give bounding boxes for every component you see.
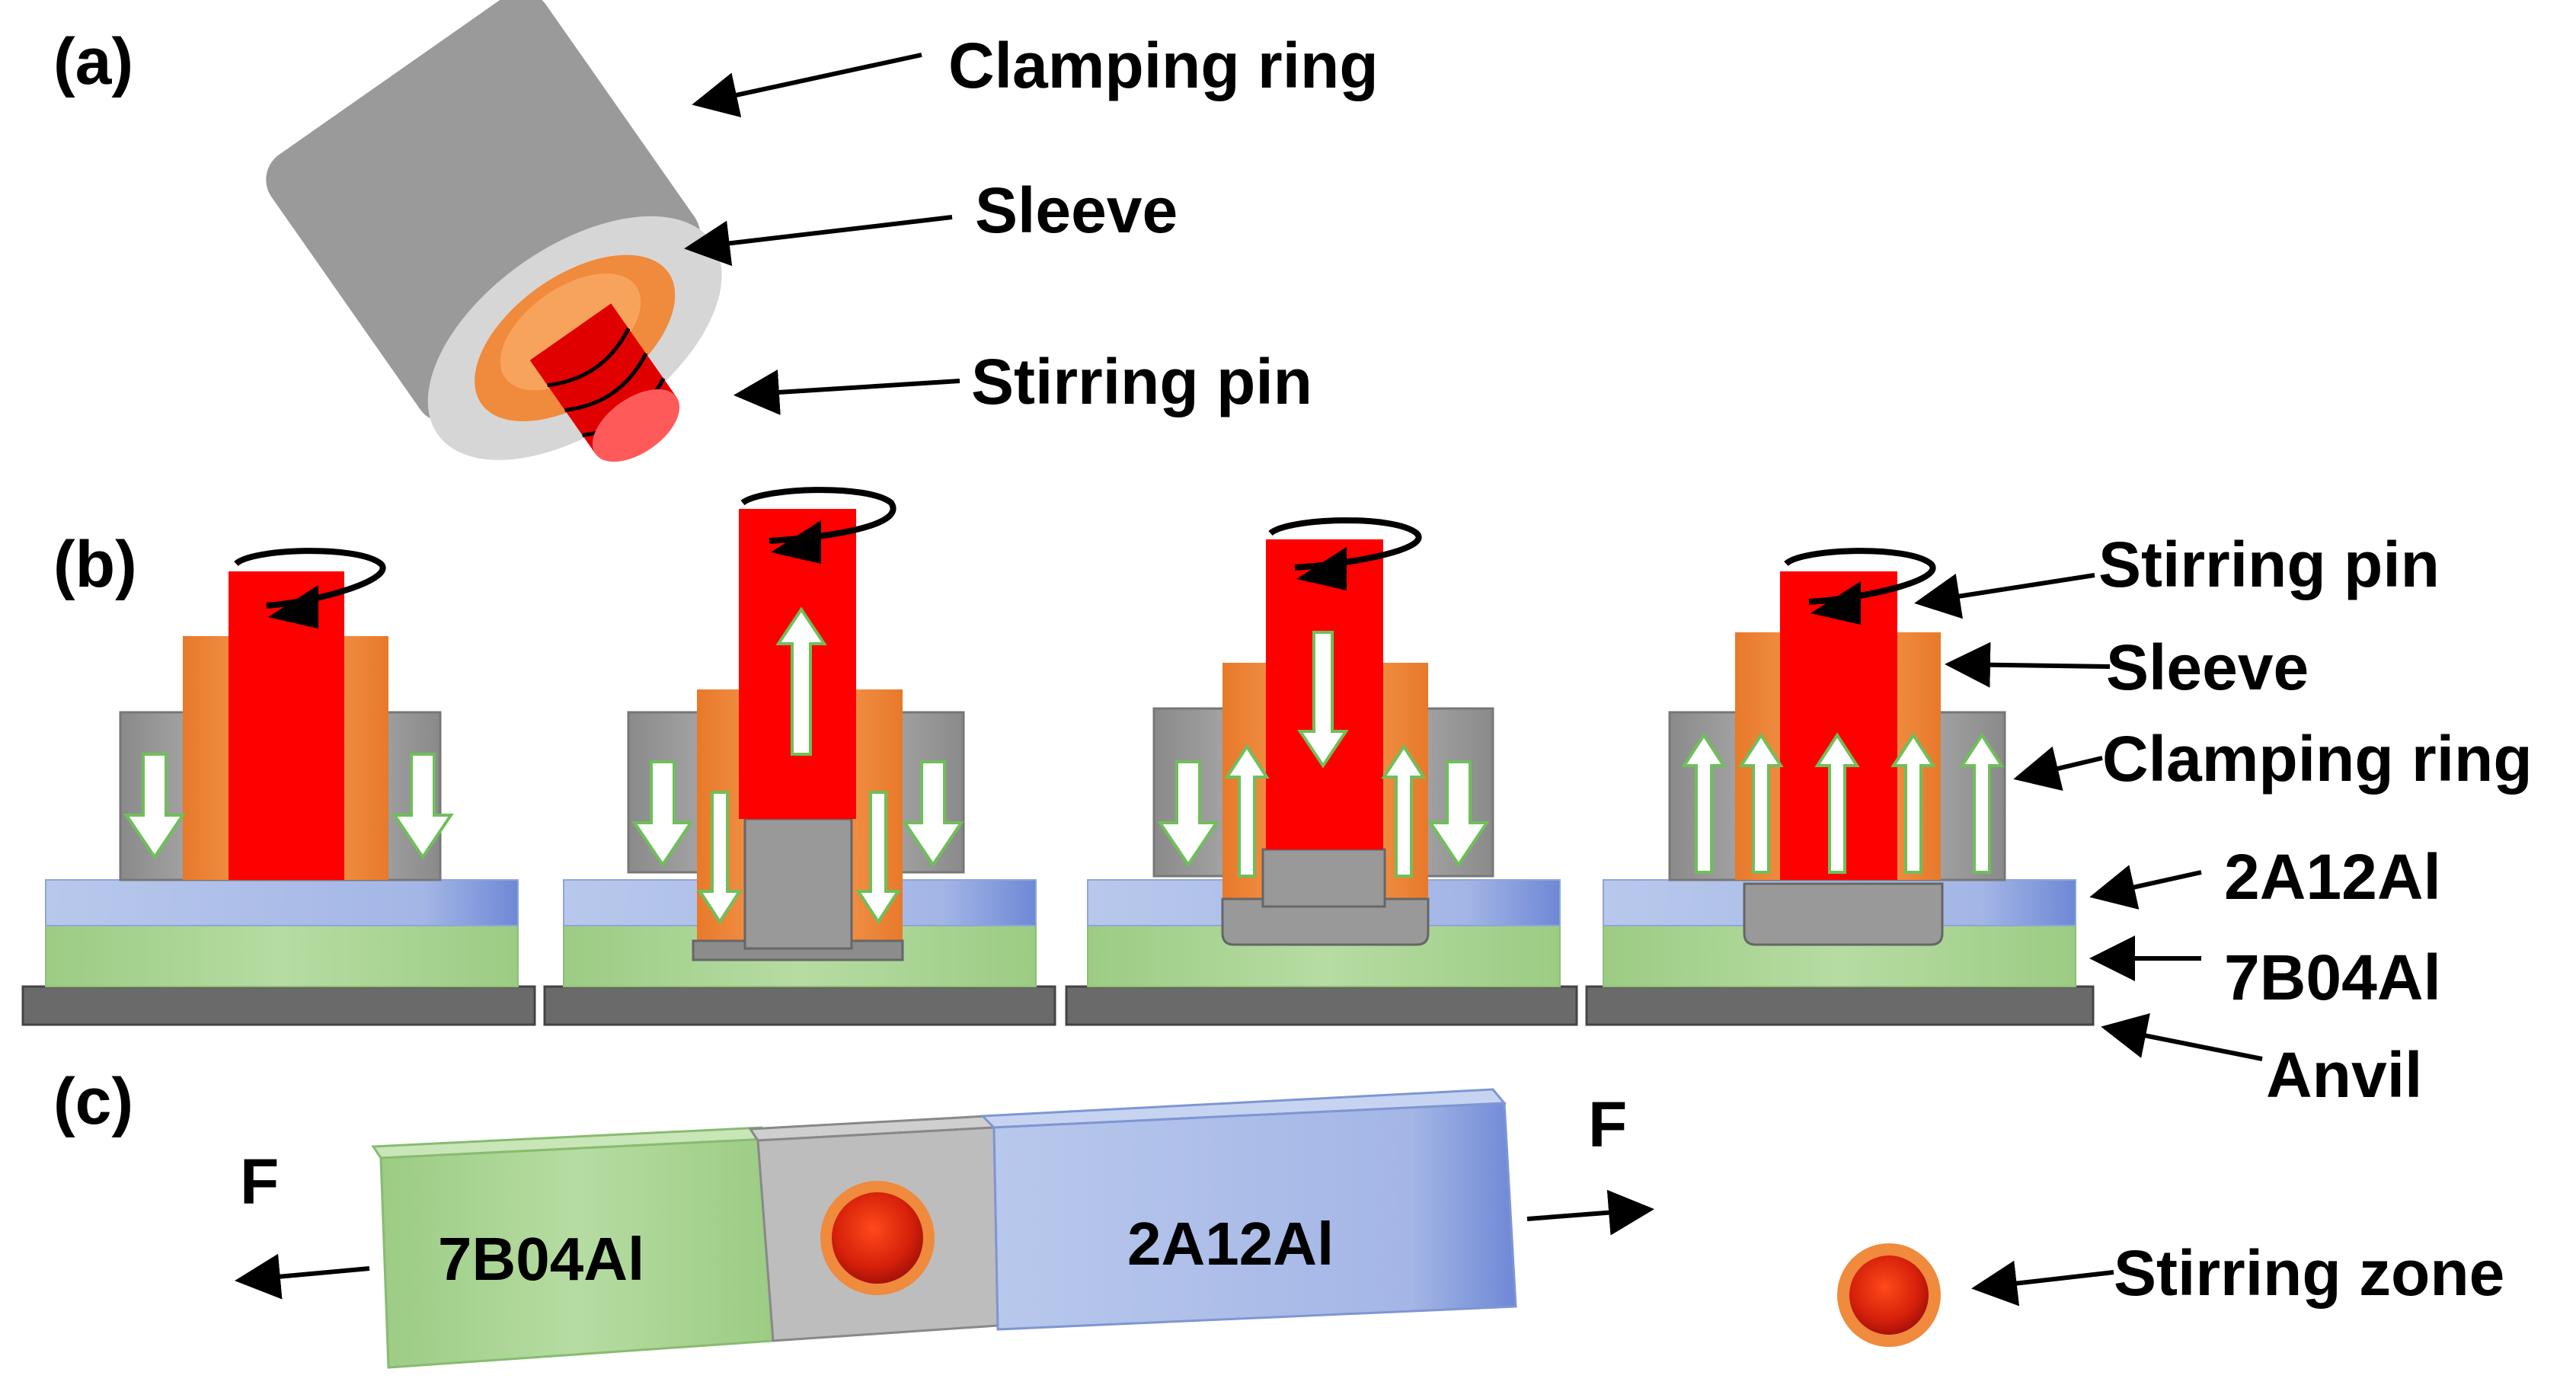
block-2a12 bbox=[992, 1102, 1517, 1331]
down-arrow-icon bbox=[123, 753, 186, 860]
down-arrow-icon bbox=[1427, 760, 1490, 868]
anvil-1 bbox=[21, 985, 536, 1026]
label-clamping-ring-b: Clamping ring bbox=[2102, 723, 2533, 795]
label-anvil-b: Anvil bbox=[2266, 1039, 2422, 1111]
down-arrow-icon bbox=[1297, 631, 1349, 769]
panel-b-label: (b) bbox=[53, 528, 137, 601]
up-arrow-icon bbox=[1959, 732, 2005, 874]
label-stirring-pin-a: Stirring pin bbox=[971, 346, 1312, 417]
label-sleeve-b: Sleeve bbox=[2106, 632, 2309, 703]
stage-4-retract-tool bbox=[1585, 548, 2095, 1026]
panel-a-leaders bbox=[684, 53, 960, 415]
up-arrow-icon bbox=[1890, 732, 1936, 874]
anvil-2 bbox=[543, 985, 1056, 1026]
stir-zone-4 bbox=[1743, 882, 1944, 946]
sheet-7b04-1 bbox=[45, 925, 519, 987]
panel-b-leaders bbox=[1914, 573, 2263, 1061]
anvil-3 bbox=[1065, 985, 1578, 1026]
stirring-pin-1 bbox=[229, 571, 344, 880]
down-arrow-icon bbox=[855, 791, 901, 925]
label-clamping-ring-a: Clamping ring bbox=[948, 30, 1379, 101]
force-label-left: F bbox=[240, 1146, 279, 1217]
panel-a-label: (a) bbox=[53, 25, 133, 98]
rotation-arrow-1 bbox=[234, 548, 386, 609]
sheet-2a12-1 bbox=[45, 879, 519, 926]
up-arrow-icon bbox=[1224, 744, 1270, 878]
up-arrow-icon bbox=[1681, 732, 1727, 874]
anvil-4 bbox=[1585, 985, 2095, 1026]
rotation-arrow-2 bbox=[740, 487, 896, 544]
rotation-arrow-3 bbox=[1268, 517, 1422, 571]
down-arrow-icon bbox=[631, 760, 694, 868]
up-arrow-icon bbox=[1814, 732, 1860, 874]
down-arrow-icon bbox=[1157, 760, 1219, 868]
down-arrow-icon bbox=[902, 760, 964, 868]
label-2a12-c: 2A12Al bbox=[1127, 1210, 1334, 1278]
force-arrows bbox=[235, 1189, 1654, 1300]
stage-2-retract-pin bbox=[543, 487, 1056, 1026]
stage-3-pin-plunge bbox=[1065, 517, 1578, 1026]
cavity-material-2 bbox=[743, 817, 853, 950]
stirring-zone-legend bbox=[1837, 1243, 2114, 1347]
label-stirring-zone: Stirring zone bbox=[2114, 1237, 2504, 1309]
tool-3d-illustration bbox=[266, 0, 722, 462]
rotation-arrow-4 bbox=[1784, 548, 1936, 605]
label-7b04-b: 7B04Al bbox=[2224, 942, 2441, 1013]
down-arrow-icon bbox=[392, 753, 454, 860]
stirring-pin-tip bbox=[592, 389, 680, 462]
label-stirring-pin-b: Stirring pin bbox=[2098, 529, 2440, 600]
lap-shear-specimen bbox=[371, 1088, 1517, 1369]
stir-zone-3 bbox=[1221, 897, 1430, 946]
label-2a12-b: 2A12Al bbox=[2224, 841, 2441, 913]
stage-1-plunge bbox=[21, 548, 536, 1026]
down-arrow-icon bbox=[697, 791, 743, 925]
up-arrow-icon bbox=[1738, 732, 1784, 874]
up-arrow-icon bbox=[775, 606, 827, 756]
up-arrow-icon bbox=[1381, 744, 1427, 878]
label-7b04-c: 7B04Al bbox=[438, 1225, 644, 1293]
panel-c-label: (c) bbox=[53, 1065, 133, 1138]
label-sleeve-a: Sleeve bbox=[975, 174, 1178, 246]
force-label-right: F bbox=[1588, 1089, 1627, 1160]
